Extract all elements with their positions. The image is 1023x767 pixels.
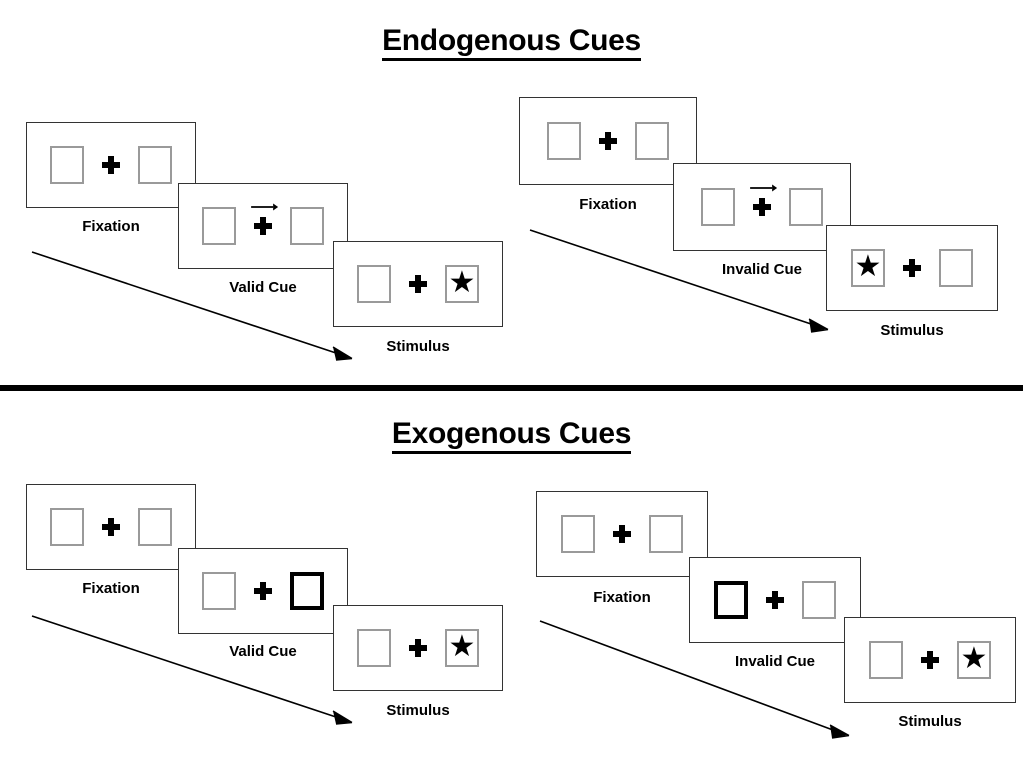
- frame-exogenous-valid-stimulus[interactable]: ★: [333, 605, 503, 691]
- box-left: [202, 572, 236, 610]
- cue-arrow-right-icon: [750, 184, 778, 192]
- caption-endogenous-valid-fixation: Fixation: [82, 218, 140, 235]
- frame-exogenous-invalid-stimulus[interactable]: ★: [844, 617, 1016, 703]
- fixation-cross-icon: [409, 639, 427, 657]
- frame-exogenous-invalid-cue[interactable]: [689, 557, 861, 643]
- frame-endogenous-invalid-cue[interactable]: [673, 163, 851, 251]
- fixation-cross-icon: [903, 259, 921, 277]
- box-right: [138, 508, 172, 546]
- box-right-with-star: ★: [445, 265, 479, 303]
- box-right: [789, 188, 823, 226]
- box-right-with-star: ★: [957, 641, 991, 679]
- box-left: [357, 629, 391, 667]
- caption-exogenous-valid-stimulus: Stimulus: [386, 702, 450, 719]
- frame-inner: ★: [357, 629, 479, 667]
- box-left-with-star: ★: [851, 249, 885, 287]
- frame-inner: [561, 515, 683, 553]
- star-icon: ★: [960, 642, 988, 675]
- fixation-cross-icon: [750, 184, 778, 216]
- caption-endogenous-invalid-fixation: Fixation: [579, 196, 637, 213]
- time-arrow-exogenous-invalid: [539, 620, 850, 739]
- time-arrow-endogenous-invalid: [529, 229, 829, 333]
- fixation-cross-icon: [102, 156, 120, 174]
- box-left-cued: [714, 581, 748, 619]
- box-left: [202, 207, 236, 245]
- caption-exogenous-valid-cue: Valid Cue: [229, 643, 297, 660]
- box-right: [290, 207, 324, 245]
- section-title-exogenous: Exogenous Cues: [0, 417, 1023, 454]
- box-right-with-star: ★: [445, 629, 479, 667]
- frame-inner: [547, 122, 669, 160]
- box-right: [138, 146, 172, 184]
- star-icon: ★: [448, 266, 476, 299]
- box-left: [561, 515, 595, 553]
- box-left: [547, 122, 581, 160]
- caption-endogenous-invalid-cue: Invalid Cue: [721, 261, 803, 278]
- section-title-endogenous: Endogenous Cues: [0, 24, 1023, 61]
- fixation-cross-icon: [251, 203, 279, 235]
- fixation-cross-icon: [766, 591, 784, 609]
- star-icon: ★: [854, 250, 882, 283]
- star-icon: ★: [448, 630, 476, 663]
- box-left: [357, 265, 391, 303]
- section-title-endogenous-text: Endogenous Cues: [382, 24, 641, 61]
- box-left: [701, 188, 735, 226]
- section-divider: [0, 385, 1023, 391]
- caption-endogenous-valid-cue: Valid Cue: [229, 279, 297, 296]
- fixation-cross-icon: [254, 582, 272, 600]
- frame-inner: [714, 581, 836, 619]
- frame-endogenous-invalid-fixation[interactable]: [519, 97, 697, 185]
- caption-exogenous-valid-fixation: Fixation: [82, 580, 140, 597]
- frame-exogenous-invalid-fixation[interactable]: [536, 491, 708, 577]
- caption-exogenous-invalid-cue: Invalid Cue: [734, 653, 816, 670]
- frame-inner: [202, 572, 324, 610]
- cue-arrow-right-icon: [251, 203, 279, 211]
- fixation-cross-icon: [102, 518, 120, 536]
- frame-inner: [50, 146, 172, 184]
- fixation-cross-icon: [921, 651, 939, 669]
- frame-inner: ★: [851, 249, 973, 287]
- box-left: [50, 146, 84, 184]
- frame-inner: ★: [357, 265, 479, 303]
- box-right: [939, 249, 973, 287]
- frame-inner: [701, 184, 823, 226]
- section-title-exogenous-text: Exogenous Cues: [391, 417, 631, 454]
- caption-exogenous-invalid-fixation: Fixation: [593, 589, 651, 606]
- frame-endogenous-valid-stimulus[interactable]: ★: [333, 241, 503, 327]
- box-left: [869, 641, 903, 679]
- frame-endogenous-invalid-stimulus[interactable]: ★: [826, 225, 998, 311]
- frame-inner: ★: [869, 641, 991, 679]
- caption-endogenous-valid-stimulus: Stimulus: [386, 338, 450, 355]
- box-right: [649, 515, 683, 553]
- caption-exogenous-invalid-stimulus: Stimulus: [898, 713, 962, 730]
- caption-endogenous-invalid-stimulus: Stimulus: [880, 322, 944, 339]
- time-arrow-endogenous-valid: [31, 251, 353, 361]
- box-right-cued: [290, 572, 324, 610]
- box-left: [50, 508, 84, 546]
- fixation-cross-icon: [613, 525, 631, 543]
- fixation-cross-icon: [409, 275, 427, 293]
- frame-endogenous-valid-fixation[interactable]: [26, 122, 196, 208]
- frame-exogenous-valid-fixation[interactable]: [26, 484, 196, 570]
- box-right: [802, 581, 836, 619]
- frame-inner: [50, 508, 172, 546]
- time-arrow-exogenous-valid: [31, 615, 353, 725]
- fixation-cross-icon: [599, 132, 617, 150]
- frame-exogenous-valid-cue[interactable]: [178, 548, 348, 634]
- frame-endogenous-valid-cue[interactable]: [178, 183, 348, 269]
- box-right: [635, 122, 669, 160]
- frame-inner: [202, 203, 324, 245]
